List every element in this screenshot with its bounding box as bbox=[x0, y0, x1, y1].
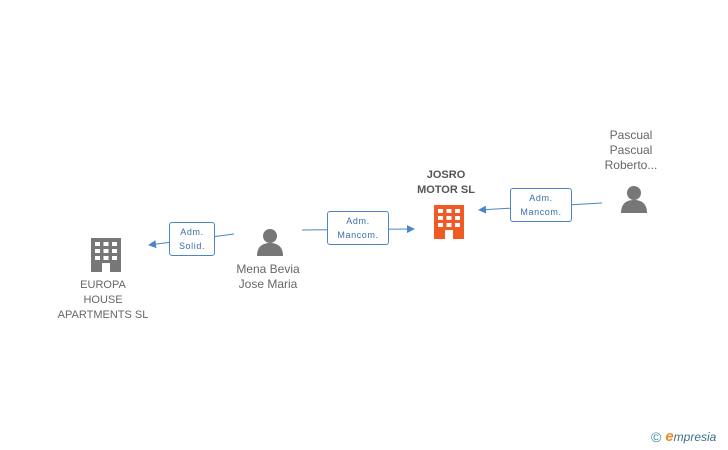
node-label-line: Jose Maria bbox=[238, 277, 298, 291]
node-label-line: EUROPA bbox=[80, 279, 126, 291]
edge-label-pascual-josro[interactable]: Adm. Mancom. bbox=[510, 188, 572, 222]
node-label-mena[interactable]: Mena Bevia Jose Maria bbox=[218, 262, 318, 292]
copyright-symbol: © bbox=[651, 428, 662, 445]
edge-label-mena-europa[interactable]: Adm. Solid. bbox=[169, 222, 215, 256]
person-icon[interactable] bbox=[257, 229, 283, 256]
node-label-line: Mena Bevia bbox=[236, 262, 300, 276]
person-icon[interactable] bbox=[621, 186, 647, 213]
node-label-line: APARTMENTS SL bbox=[57, 309, 149, 321]
edge-label-line: Adm. bbox=[346, 216, 370, 226]
node-label-line: MOTOR SL bbox=[417, 184, 475, 196]
edge-label-mena-josro[interactable]: Adm. Mancom. bbox=[327, 211, 389, 245]
building-icon-highlight[interactable] bbox=[434, 205, 464, 239]
node-label-europa[interactable]: EUROPA HOUSE APARTMENTS SL bbox=[53, 278, 153, 323]
edge-label-line: Mancom. bbox=[520, 207, 562, 217]
node-label-line: Pascual bbox=[609, 128, 653, 142]
node-label-line: Pascual bbox=[609, 143, 653, 157]
edge-label-line: Adm. bbox=[529, 193, 553, 203]
brand-logo-initial: e bbox=[665, 428, 674, 445]
edge-label-line: Solid. bbox=[178, 241, 206, 251]
brand-logo-text: mpresia bbox=[673, 429, 717, 444]
edge-label-line: Adm. bbox=[180, 227, 204, 237]
edge-label-line: Mancom. bbox=[337, 230, 379, 240]
footer-brand[interactable]: © e mpresia bbox=[651, 428, 716, 445]
node-label-line: HOUSE bbox=[83, 294, 123, 306]
building-icon[interactable] bbox=[91, 238, 121, 272]
node-label-josro[interactable]: JOSRO MOTOR SL bbox=[396, 168, 496, 198]
node-label-line: Roberto... bbox=[604, 158, 658, 172]
node-label-pascual[interactable]: Pascual Pascual Roberto... bbox=[581, 128, 681, 173]
node-label-line: JOSRO bbox=[426, 169, 466, 181]
